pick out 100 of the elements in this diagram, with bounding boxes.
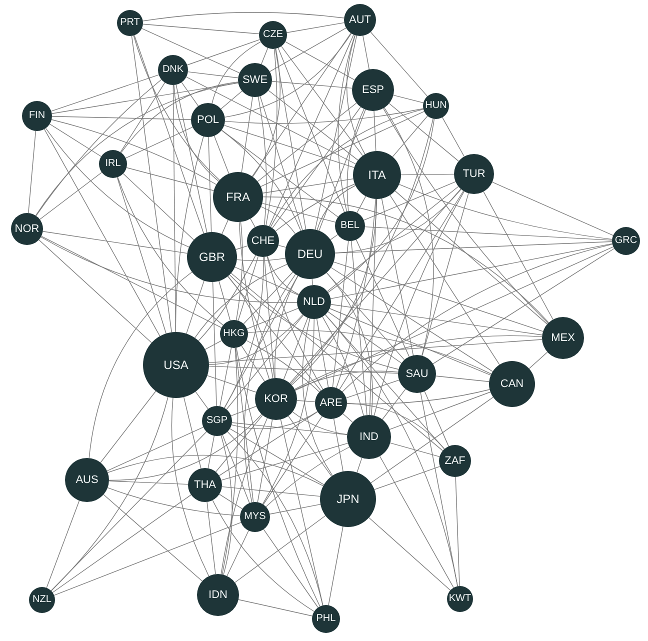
connector-line [236,347,320,607]
connector-line [274,48,306,230]
connector-line [342,413,353,423]
country-node: ITA [353,151,401,199]
connector-line [330,267,494,372]
connector-line [370,32,428,97]
country-node: TUR [454,154,494,194]
connector-line [294,370,398,390]
connector-line [224,108,424,124]
country-node: DNK [158,55,188,85]
connector-line [224,33,352,118]
connector-line [238,256,259,321]
country-node: DEU [285,229,335,279]
connector-line [339,190,464,390]
connector-line [198,254,256,342]
connector-line [356,196,366,214]
connector-line [241,96,253,173]
connector-line [389,392,491,430]
country-node: POL [191,103,225,137]
connector-line [230,428,324,486]
connector-line [206,502,216,574]
connector-line [224,256,264,408]
connector-line [208,339,542,364]
connector-line [35,82,239,216]
connector-line [266,446,350,508]
connector-line [390,442,440,458]
connector-line [432,248,615,364]
country-node: NOR [11,213,43,245]
connector-line [290,188,462,384]
connector-line [186,39,260,66]
connector-line [272,106,361,228]
connector-line [234,266,299,296]
connector-line [120,82,238,153]
connector-line [235,348,254,502]
connector-line [262,318,314,504]
connector-line [100,390,156,463]
connector-line [226,314,304,410]
connector-line [328,526,344,606]
connector-line [50,74,160,112]
connector-line [269,34,354,227]
country-node: THA [188,468,222,502]
connector-line [51,119,217,185]
connector-line [120,82,166,153]
connector-line [40,236,222,328]
connector-line [214,135,230,174]
connector-line [252,32,352,177]
country-node: PHL [312,605,340,633]
connector-line [218,411,318,476]
connector-line [260,48,268,65]
country-node: HUN [423,93,449,119]
country-node: CHE [247,225,279,257]
connector-line [326,272,373,416]
connector-line [88,272,192,458]
connector-line [224,124,355,168]
connector-line [230,406,257,416]
connector-line [286,22,345,33]
country-node: USA [143,332,209,398]
connector-line [283,317,308,380]
connector-line [270,108,424,228]
connector-line [274,276,298,378]
connector-line [220,435,232,576]
connector-line [267,256,300,295]
connector-line [329,308,492,376]
connector-line [230,272,444,452]
connector-line [50,431,207,592]
connector-line [176,84,208,233]
connector-line [302,318,333,476]
connector-line [257,419,273,503]
connector-line [229,274,399,370]
connector-line [398,184,612,240]
connector-line [330,304,543,336]
connector-line [260,96,303,231]
connector-line [222,434,250,504]
connector-line [42,231,188,254]
connector-line [280,46,364,156]
country-node: IND [347,415,391,459]
connector-line [288,416,332,477]
connector-line [222,220,228,234]
connector-line [262,416,322,505]
connector-line [134,34,204,234]
connector-line [231,411,318,430]
connector-line [258,96,267,226]
connector-line [241,345,265,382]
connector-line [108,414,262,481]
connector-line [117,176,224,326]
connector-line [388,103,459,162]
connector-line [356,239,410,358]
connector-line [333,418,344,472]
country-node: KWT [447,586,473,612]
connector-line [257,102,357,182]
connector-line [381,198,414,356]
connector-line [45,128,190,248]
connector-line [227,431,324,606]
connector-line [269,28,346,72]
connector-line [528,352,548,369]
country-node: KOR [255,378,297,420]
country-node: CZE [259,21,287,49]
connector-line [330,243,613,300]
connector-line [442,116,465,157]
connector-line [108,480,188,485]
